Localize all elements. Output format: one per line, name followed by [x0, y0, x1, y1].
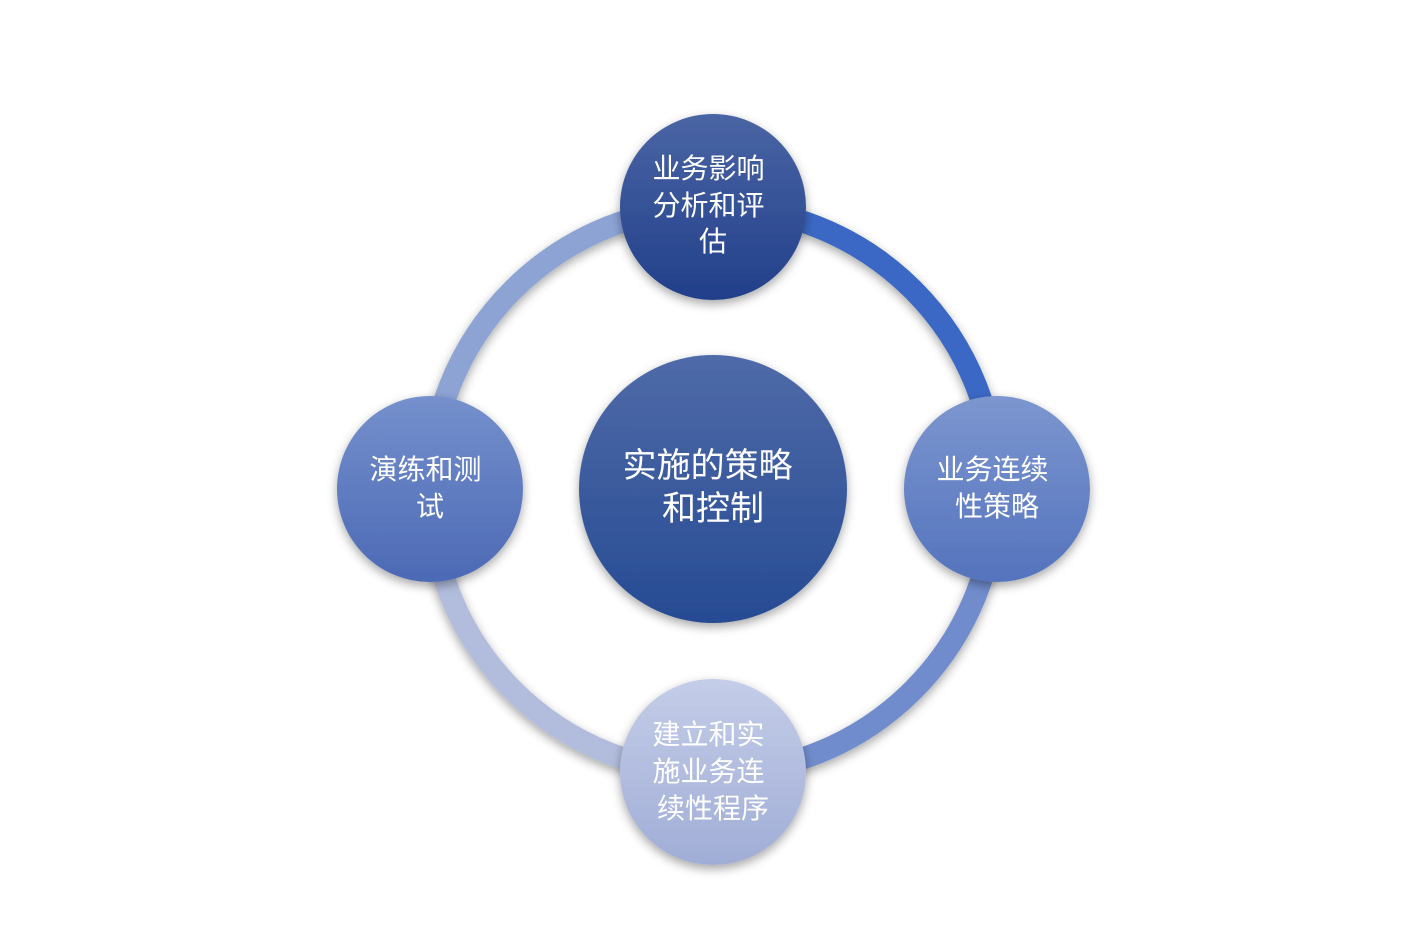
node-bottom-label: 建立和实 施业务连 续性程序: [653, 718, 774, 825]
node-right-label-line: 业务连续: [937, 453, 1049, 486]
node-right-circle: [904, 396, 1090, 582]
node-top: 业务影响 分析和评 估: [620, 114, 806, 300]
node-bottom-label-line: 建立和实: [653, 718, 765, 751]
node-left-label: 演练和测 试: [370, 453, 491, 523]
center-node-label: 实施的策略 和控制: [623, 446, 804, 529]
center-node-circle: [579, 355, 847, 623]
node-right: 业务连续 性策略: [904, 396, 1090, 582]
node-top-label: 业务影响 分析和评 估: [653, 152, 774, 258]
node-left: 演练和测 试: [337, 396, 523, 582]
center-node: 实施的策略 和控制: [579, 355, 847, 623]
node-bottom: 建立和实 施业务连 续性程序: [620, 679, 806, 865]
node-left-label-line: 演练和测: [370, 453, 482, 486]
node-top-label-line: 业务影响: [653, 152, 765, 185]
node-left-circle: [337, 396, 523, 582]
node-top-label-line: 估: [699, 225, 727, 258]
node-top-circle: [620, 114, 806, 300]
center-label-line: 实施的策略: [623, 446, 793, 486]
node-bottom-circle: [620, 679, 806, 865]
center-label-line: 和控制: [662, 489, 764, 529]
node-right-label-line: 性策略: [955, 490, 1039, 523]
node-left-label-line: 试: [416, 490, 444, 523]
node-bottom-label-line: 续性程序: [657, 792, 769, 825]
node-top-label-line: 分析和评: [653, 189, 765, 222]
node-right-label: 业务连续 性策略: [937, 453, 1058, 523]
node-bottom-label-line: 施业务连: [653, 755, 765, 788]
